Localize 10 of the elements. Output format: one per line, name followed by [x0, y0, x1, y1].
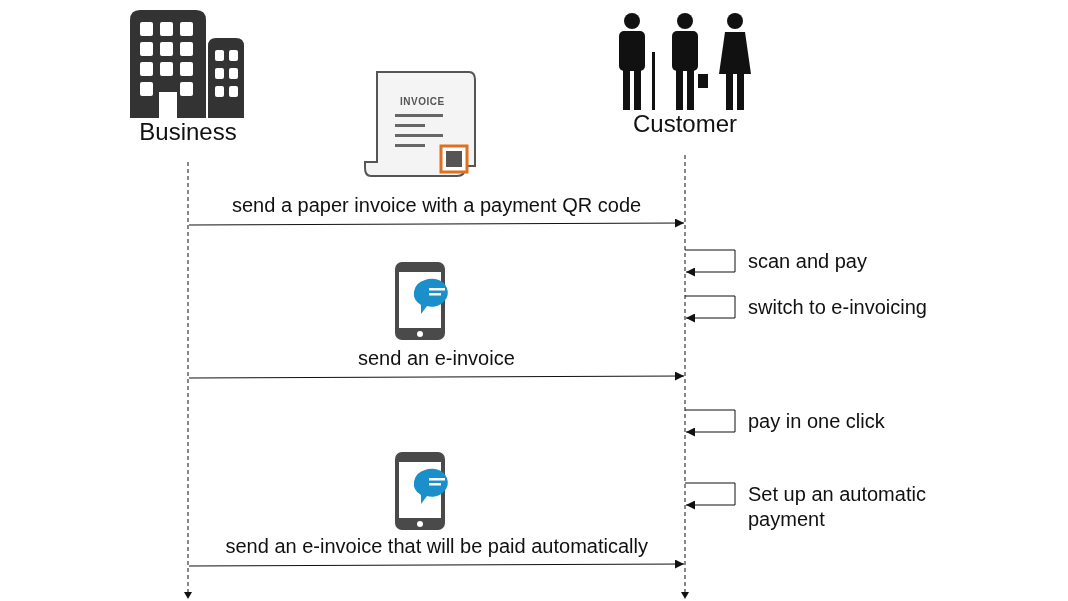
arrow [684, 295, 736, 323]
arrow [188, 559, 685, 569]
arrow [684, 249, 736, 277]
arrow [188, 218, 685, 228]
arrow [684, 409, 736, 437]
arrow [188, 371, 685, 381]
document-heading: INVOICE [400, 96, 445, 107]
participant-name: Business [139, 118, 237, 146]
participant-name: Customer [633, 110, 737, 138]
arrow [684, 482, 736, 510]
